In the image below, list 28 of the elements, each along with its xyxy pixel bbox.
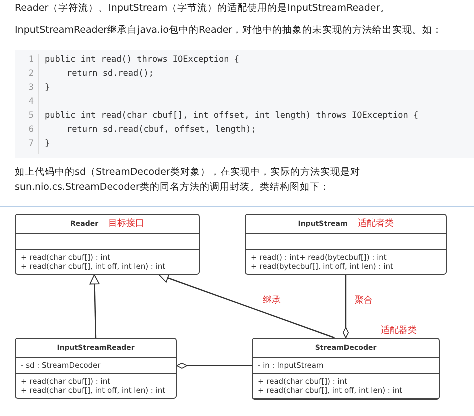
code-line: } (45, 139, 50, 149)
aggregation-line (343, 275, 349, 338)
line-number: 1 (28, 55, 34, 65)
class-box (15, 214, 200, 275)
edge-label: 继承 (262, 294, 282, 307)
aggregation-line (176, 362, 252, 369)
paragraph: 如上代码中的sd（StreamDecoder类对象），在实现中，实际的方法实现是对sun.nio.cs.StreamDecoder类的同名方法的调用封装。类结构图如下： (15, 166, 362, 195)
code-line: } (45, 83, 50, 93)
line-number: 2 (28, 69, 34, 79)
annotation-text: 适配者类 (358, 218, 394, 231)
line-number: 6 (28, 125, 34, 135)
inheritance-arrow (158, 273, 335, 339)
line-number: 4 (28, 97, 34, 107)
line-number: 5 (28, 111, 34, 121)
code-line: public int read() throws IOException { (45, 55, 240, 65)
annotation-text: 目标接口 (108, 218, 145, 231)
annotation-text: 适配器类 (381, 324, 417, 337)
code-line: public int read(char cbuf[], int offset, int length) throws IOException { (45, 111, 419, 121)
class-box (245, 214, 447, 275)
code-line: return sd.read(); (67, 69, 154, 79)
paragraph: InputStreamReader继承自java.io包中的Reader，对他中的抽象的未实现的方法给出实现。如： (15, 24, 444, 38)
code-line: return sd.read(cbuf, offset, length); (67, 125, 256, 135)
inheritance-arrow (90, 274, 100, 338)
line-number: 3 (28, 83, 34, 93)
paragraph: Reader（字符流）、InputStream（字节流）的适配使用的是InputStreamReader。 (15, 2, 392, 16)
line-number: 7 (28, 139, 34, 149)
class-box (15, 338, 177, 399)
edge-label: 聚合 (354, 294, 374, 307)
